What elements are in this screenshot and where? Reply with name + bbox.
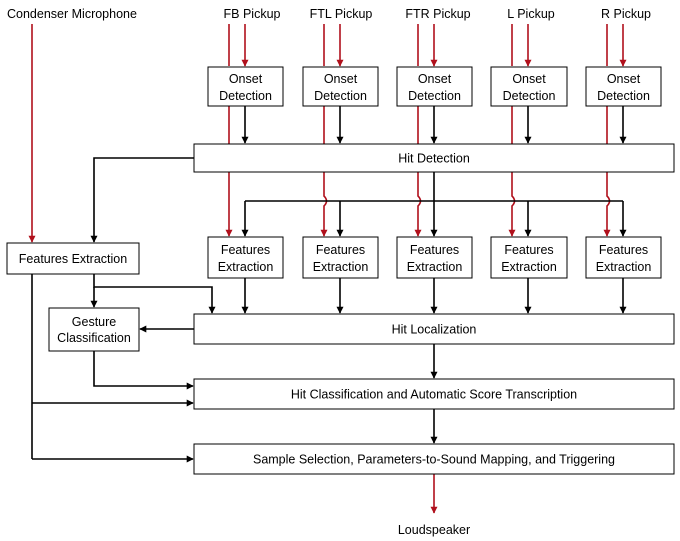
gesture-to-classification-arrow [93,351,194,390]
hit-detection-bus [245,172,435,202]
input-labels: Condenser Microphone FB Pickup FTL Picku… [7,7,651,21]
onset-line2: Detection [219,89,272,103]
hit-detection-box: Hit Detection [193,143,675,173]
onset-line2: Detection [314,89,367,103]
features-extraction-ftl: Features Extraction [302,236,379,279]
onset-line2: Detection [503,89,556,103]
onset-line1: Onset [607,72,641,86]
features-extraction-fb: Features Extraction [207,236,284,279]
ftr-pickup-label: FTR Pickup [405,7,470,21]
onset-line1: Onset [324,72,358,86]
gesture-line1: Gesture [72,315,117,329]
r-pickup-label: R Pickup [601,7,651,21]
features-extraction-ftr: Features Extraction [396,236,473,279]
l-pickup-label: L Pickup [507,7,555,21]
features-line1: Features [410,243,459,257]
hit-classification-label: Hit Classification and Automatic Score T… [291,388,577,402]
features-extraction-l: Features Extraction [490,236,568,279]
mic-features-extraction-box: Features Extraction [6,242,140,275]
onset-line1: Onset [512,72,546,86]
sample-selection-box: Sample Selection, Parameters-to-Sound Ma… [193,443,675,475]
mic-features-label: Features Extraction [19,252,127,266]
hit-classification-box: Hit Classification and Automatic Score T… [193,378,675,410]
gesture-line2: Classification [57,331,131,345]
hit-localization-box: Hit Localization [193,313,675,345]
features-line2: Extraction [501,260,557,274]
features-line1: Features [221,243,270,257]
loudspeaker-label: Loudspeaker [398,523,470,537]
hit-localization-label: Hit Localization [392,323,477,337]
onset-line1: Onset [418,72,452,86]
fb-pickup-label: FB Pickup [224,7,281,21]
onset-line1: Onset [229,72,263,86]
ftl-pickup-label: FTL Pickup [310,7,373,21]
features-extraction-r: Features Extraction [585,236,662,279]
features-line1: Features [599,243,648,257]
features-line2: Extraction [218,260,274,274]
wires [28,24,627,514]
condenser-microphone-label: Condenser Microphone [7,7,137,21]
features-line1: Features [316,243,365,257]
features-line1: Features [504,243,553,257]
sample-selection-label: Sample Selection, Parameters-to-Sound Ma… [253,453,615,467]
onset-detection-fb: Onset Detection [207,66,284,107]
onset-line2: Detection [408,89,461,103]
onset-detection-r: Onset Detection [585,66,662,107]
hit-detection-label: Hit Detection [398,152,470,166]
onset-detection-ftr: Onset Detection [396,66,473,107]
onset-line2: Detection [597,89,650,103]
hit-detection-to-mic-features-arrow [90,157,194,243]
onset-detection-l: Onset Detection [490,66,568,107]
features-line2: Extraction [596,260,652,274]
features-line2: Extraction [407,260,463,274]
features-line2: Extraction [313,260,369,274]
mic-features-to-localization-arrow [93,274,216,314]
gesture-classification-box: Gesture Classification [48,307,140,352]
onset-detection-ftl: Onset Detection [302,66,379,107]
